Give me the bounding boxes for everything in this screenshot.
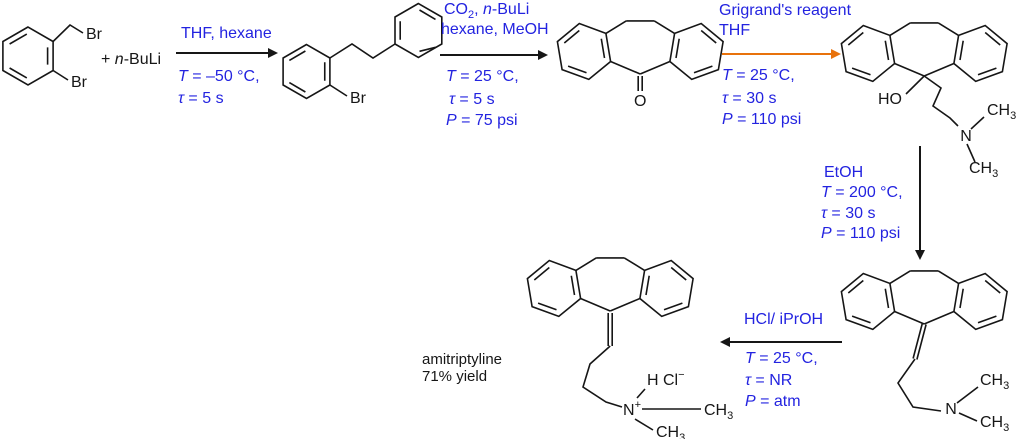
aryl-br-label: Br (71, 74, 88, 91)
2-bromobenzyl-bromide-structure: Br Br (2, 23, 103, 91)
step3-reagent-line1: Grigrand's reagent (719, 2, 852, 19)
ketone-o-label: O (634, 93, 646, 110)
amitriptyline-hcl-structure: N+ H Cl− CH3 CH3 (526, 257, 733, 439)
product-name: amitriptyline (422, 351, 503, 368)
c-oh-bond (905, 75, 925, 95)
nbuli-reagent-text: + n-BuLi (101, 51, 162, 68)
step2-reagents-line2: hexane, MeOH (441, 21, 549, 38)
methyl-label-upper: CH3 (980, 372, 1009, 392)
step4-pressure-text: P = 110 psi (821, 225, 901, 242)
2-bromobibenzyl-structure: Br (282, 2, 443, 107)
exocyclic-double-bond (912, 323, 927, 360)
n-methyl-bond-upper (956, 386, 979, 404)
step5-residence-time-text: τ = NR (745, 372, 793, 389)
dibenzosuberol-amine-structure: HO N CH3 CH3 (840, 22, 1016, 180)
arrow-step4-vertical (915, 146, 925, 260)
product-label: amitriptyline 71% yield (422, 351, 502, 385)
step3-temperature-text: T = 25 °C, (722, 67, 795, 84)
step1-residence-time-text: τ = 5 s (178, 90, 224, 107)
step2-pressure-text: P = 75 psi (446, 112, 518, 129)
exocyclic-double-bond (607, 313, 613, 346)
step5-reagent-text: HCl/ iPrOH (744, 311, 824, 328)
arrow-step1 (176, 48, 278, 58)
product-yield: 71% yield (422, 368, 488, 385)
step3-residence-time-text: τ = 30 s (722, 90, 777, 107)
aryl-br-bond (52, 69, 69, 81)
arrowhead-right-icon (268, 48, 278, 58)
methyl-label-lower: CH3 (980, 414, 1009, 434)
arrowhead-right-icon (538, 50, 548, 60)
step4-temperature-text: T = 200 °C, (821, 184, 903, 201)
methyl-label-upper: CH3 (987, 102, 1016, 122)
step3-solvent-line2: THF (719, 22, 751, 39)
benzene-ring (2, 26, 54, 86)
arrowhead-down-icon (915, 250, 925, 260)
n-methyl-bond-lower (958, 412, 978, 422)
dibenzosuberone-structure: O (556, 20, 724, 110)
step1-solvent-text: THF, hexane (181, 25, 272, 42)
n-methyl-bond-lower (634, 418, 654, 431)
n-methyl-bond-lower (966, 143, 976, 163)
arrow-step5-left (720, 337, 842, 347)
benzylic-br-label: Br (86, 26, 103, 43)
step5-temperature-text: T = 25 °C, (745, 350, 818, 367)
arrowhead-left-icon (720, 337, 730, 347)
propyl-chain-bonds (582, 345, 623, 408)
amine-n-label: N (945, 401, 957, 418)
step5-pressure-text: P = atm (745, 393, 801, 410)
step3-pressure-text: P = 110 psi (722, 111, 802, 128)
n-h-bond (636, 388, 646, 399)
arrowhead-right-icon (831, 49, 841, 59)
carbonyl-double-bond (637, 76, 643, 91)
hydroxyl-label: HO (878, 91, 902, 108)
step4-residence-time-text: τ = 30 s (821, 205, 876, 222)
step2-temperature-text: T = 25 °C, (446, 68, 519, 85)
dibenzosuberane-skeleton (840, 22, 1008, 83)
right-benzene-ring (394, 2, 443, 59)
step2-residence-time-text: τ = 5 s (449, 91, 495, 108)
ethylene-bridge-bonds (329, 43, 396, 59)
propyl-chain-bonds (923, 75, 959, 127)
methyl-label-lower: CH3 (969, 160, 998, 180)
methyl-label-lower: CH3 (656, 424, 685, 439)
n-methyl-bond-upper (970, 116, 985, 130)
dibenzosuberane-skeleton (840, 270, 1008, 331)
step2-reagents-line1: CO2, n-BuLi (444, 1, 530, 22)
benzylic-ch2-bond (52, 23, 84, 43)
ammonium-n-label: N+ (623, 399, 641, 419)
step4-solvent-text: EtOH (824, 164, 864, 181)
step1-temperature-text: T = –50 °C, (178, 68, 260, 85)
hcl-salt-label: H Cl− (647, 369, 685, 389)
dibenzosuberane-skeleton (526, 257, 694, 318)
dibenzosuberane-skeleton (556, 20, 724, 81)
propyl-chain-bonds (897, 358, 942, 412)
aryl-br-bond (329, 84, 348, 97)
arrow-step3-grignard (722, 49, 841, 59)
amitriptyline-free-base-structure: N CH3 CH3 (840, 270, 1009, 434)
methyl-label-right: CH3 (704, 402, 733, 422)
br-label: Br (350, 90, 367, 107)
left-benzene-ring (282, 43, 331, 100)
amine-n-label: N (960, 128, 972, 145)
arrow-step2 (440, 50, 548, 60)
